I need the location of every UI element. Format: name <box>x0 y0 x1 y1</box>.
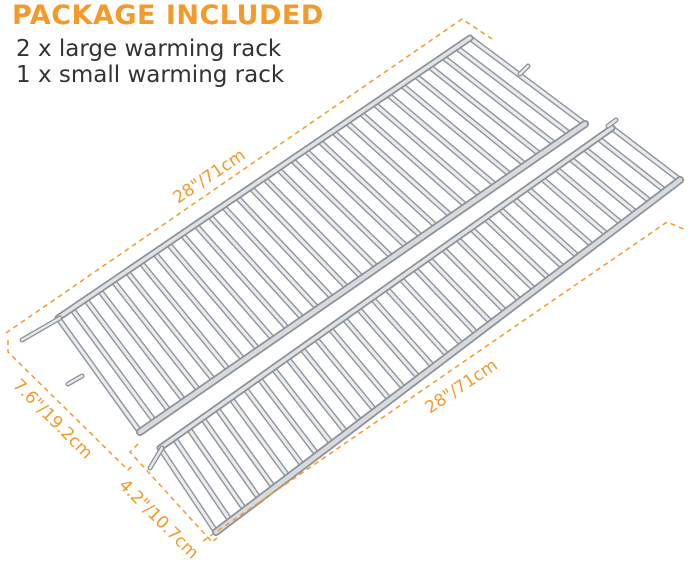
large-width-label: 7.6"/19.2cm <box>8 375 96 463</box>
item-large-rack: 2 x large warming rack <box>16 36 282 62</box>
dimension-lines <box>5 18 687 544</box>
package-title: PACKAGE INCLUDED <box>12 0 324 31</box>
item-small-rack: 1 x small warming rack <box>16 62 285 88</box>
large-warming-rack <box>19 34 589 436</box>
small-warming-rack <box>147 117 684 536</box>
